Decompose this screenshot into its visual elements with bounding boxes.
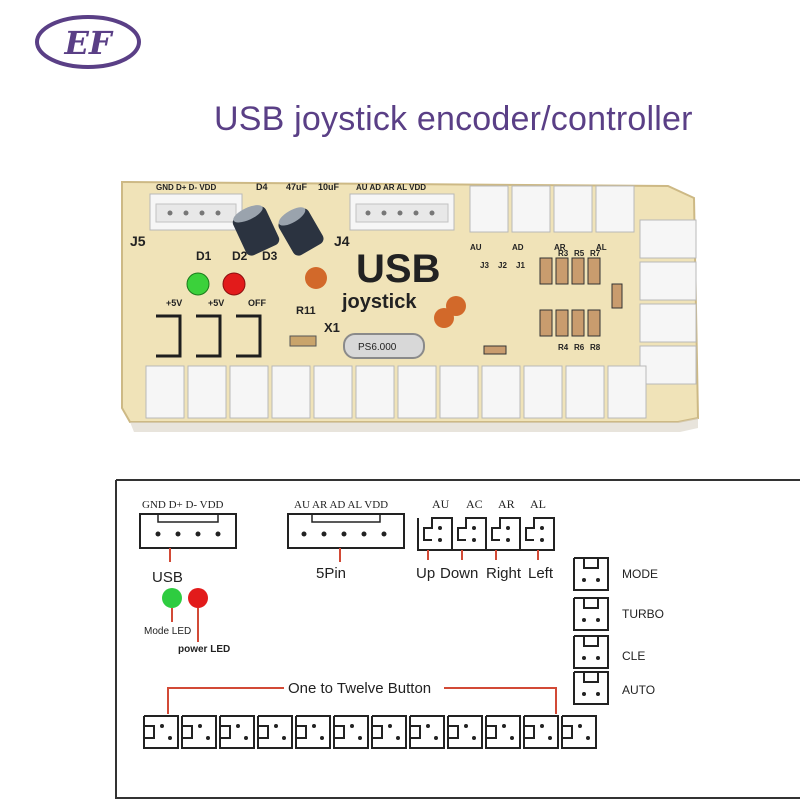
r4-label: R4 [558, 343, 569, 352]
dir-top-ar: AR [498, 497, 515, 511]
top-right-connectors [469, 185, 635, 233]
mode-led-label: Mode LED [144, 626, 191, 637]
ar-silk: AR [554, 243, 566, 252]
side-auto: AUTO [622, 683, 655, 697]
resistors-bottom [539, 309, 601, 337]
led-green [186, 272, 210, 296]
r11-label: R11 [296, 305, 316, 317]
button-connectors [145, 365, 647, 419]
page-title: USB joystick encoder/controller [214, 100, 693, 138]
cap-10uf-label: 10uF [318, 182, 340, 192]
j5-pins-label: GND D+ D- VDD [156, 183, 216, 192]
capacitor-10uf [278, 207, 324, 256]
side-cle: CLE [622, 649, 645, 663]
led-red [222, 272, 246, 296]
usb-pins-text: GND D+ D- VDD [142, 499, 224, 511]
r5-label: R5 [574, 249, 585, 258]
crystal-label: PS6.000 [358, 342, 397, 353]
dir-top-au: AU [432, 497, 450, 511]
resistors-top [539, 257, 601, 285]
usb-silk: USB [356, 247, 440, 291]
diagram-frame [115, 479, 800, 799]
d4-label: D4 [256, 182, 268, 192]
ad-silk: AD [512, 243, 524, 252]
j4-label: J4 [334, 233, 350, 249]
wiring-diagram: GND D+ D- VDD USB Mode LED power LED AU … [115, 479, 800, 799]
joystick-silk: joystick [341, 291, 417, 313]
dir-up: Up [416, 565, 435, 582]
dir-top-ac: AC [466, 497, 483, 511]
dir-down: Down [440, 565, 478, 582]
r8-label: R8 [590, 343, 601, 352]
au-silk: AU [470, 243, 482, 252]
capacitor-47uf [232, 205, 280, 256]
dir-right: Right [486, 565, 522, 582]
j5-label: J5 [130, 233, 146, 249]
usb-header [139, 513, 237, 549]
side-mode: MODE [622, 567, 658, 581]
direction-headers [417, 517, 555, 551]
al-silk: AL [596, 243, 607, 252]
j1-silk: J1 [516, 261, 525, 270]
r7-label: R7 [590, 249, 601, 258]
j4-pins-label: AU AD AR AL VDD [356, 183, 426, 192]
fivepin-header [287, 513, 405, 549]
pcb-photo: GND D+ D- VDD J5 AU AD AR AL VDD J4 D4 4… [121, 180, 700, 432]
off-label: OFF [248, 298, 266, 308]
power-led-label: power LED [178, 644, 230, 655]
side-turbo: TURBO [622, 607, 664, 621]
j2-silk: J2 [498, 261, 507, 270]
r6-label: R6 [574, 343, 585, 352]
fivepin-label: 5Pin [316, 565, 346, 582]
dir-top-al: AL [530, 497, 546, 511]
button-headers [143, 715, 597, 749]
r3-label: R3 [558, 249, 569, 258]
j4-connector [349, 193, 455, 231]
d1-label: D1 [196, 249, 212, 263]
j5-connector [149, 193, 243, 231]
side-connectors [639, 219, 697, 385]
j3-silk: J3 [480, 261, 489, 270]
plus5v-a: +5V [166, 298, 182, 308]
d3-label: D3 [262, 249, 278, 263]
power-led [188, 588, 208, 608]
side-button-headers [573, 557, 609, 705]
mode-led [162, 588, 182, 608]
logo-text: EF [63, 24, 113, 62]
fivepin-pins-text: AU AR AD AL VDD [294, 499, 388, 511]
usb-label: USB [152, 569, 183, 586]
cap-47uf-label: 47uF [286, 182, 308, 192]
crystal [343, 333, 425, 359]
d2-label: D2 [232, 249, 248, 263]
plus5v-b: +5V [208, 298, 224, 308]
buttons-label: One to Twelve Button [288, 680, 431, 697]
x1-label: X1 [324, 320, 340, 335]
ef-logo: EF [35, 15, 141, 69]
dir-left: Left [528, 565, 554, 582]
